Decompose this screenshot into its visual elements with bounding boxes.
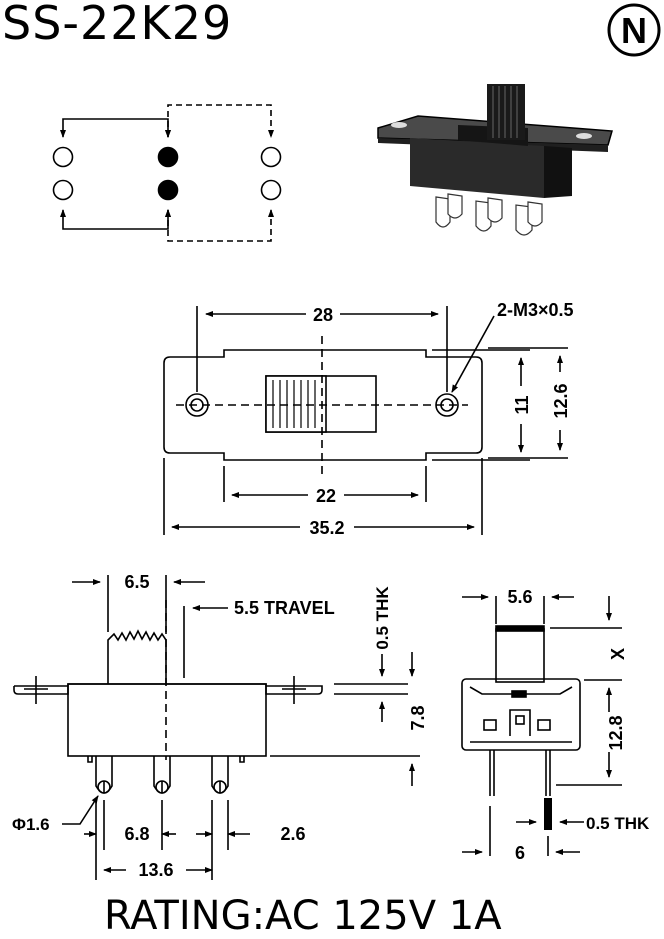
rating-label: RATING:AC 125V 1A [104, 893, 502, 939]
end-dim-actuator-height: X [608, 648, 628, 660]
product-photo [377, 84, 613, 236]
part-number-title: SS-22K29 [2, 0, 233, 50]
pin-diameter: Φ1.6 [12, 815, 50, 834]
dim-hole-spacing: 28 [313, 305, 333, 325]
top-view-drawing [163, 306, 568, 535]
logo-letter: N [621, 10, 647, 51]
end-view-drawing [461, 594, 622, 856]
side-view-labels: 6.5 5.5 TRAVEL 0.5 THK 7.8 Φ1.6 6.8 2.6 … [12, 572, 428, 880]
end-dim-actuator-width: 5.6 [507, 587, 532, 607]
thickness-label: 0.5 THK [373, 586, 392, 650]
dim-body-width: 11 [512, 395, 532, 414]
dim-body-length: 22 [316, 486, 336, 506]
travel-label: 5.5 TRAVEL [234, 598, 335, 618]
mount-callout: 2-M3×0.5 [497, 300, 574, 320]
dim-actuator-width: 6.5 [124, 572, 149, 592]
dim-pin-width: 2.6 [280, 824, 305, 844]
end-dim-body-height: 12.8 [606, 715, 626, 750]
dim-total-length: 35.2 [309, 518, 344, 538]
circuit-schematic [52, 104, 282, 242]
dim-total-width: 12.6 [551, 383, 571, 418]
dim-pin-span: 13.6 [138, 860, 173, 880]
side-view-drawing [13, 575, 420, 880]
end-pin-thickness: 0.5 THK [586, 814, 650, 833]
end-view-labels: 5.6 X 12.8 0.5 THK 6 [507, 587, 650, 863]
top-view-labels: 28 22 35.2 2-M3×0.5 11 12.6 [309, 300, 573, 538]
dim-pin-pitch: 6.8 [124, 824, 149, 844]
dim-body-height: 7.8 [408, 705, 428, 730]
end-dim-pin-spacing: 6 [515, 843, 525, 863]
brand-logo: N [607, 3, 661, 57]
